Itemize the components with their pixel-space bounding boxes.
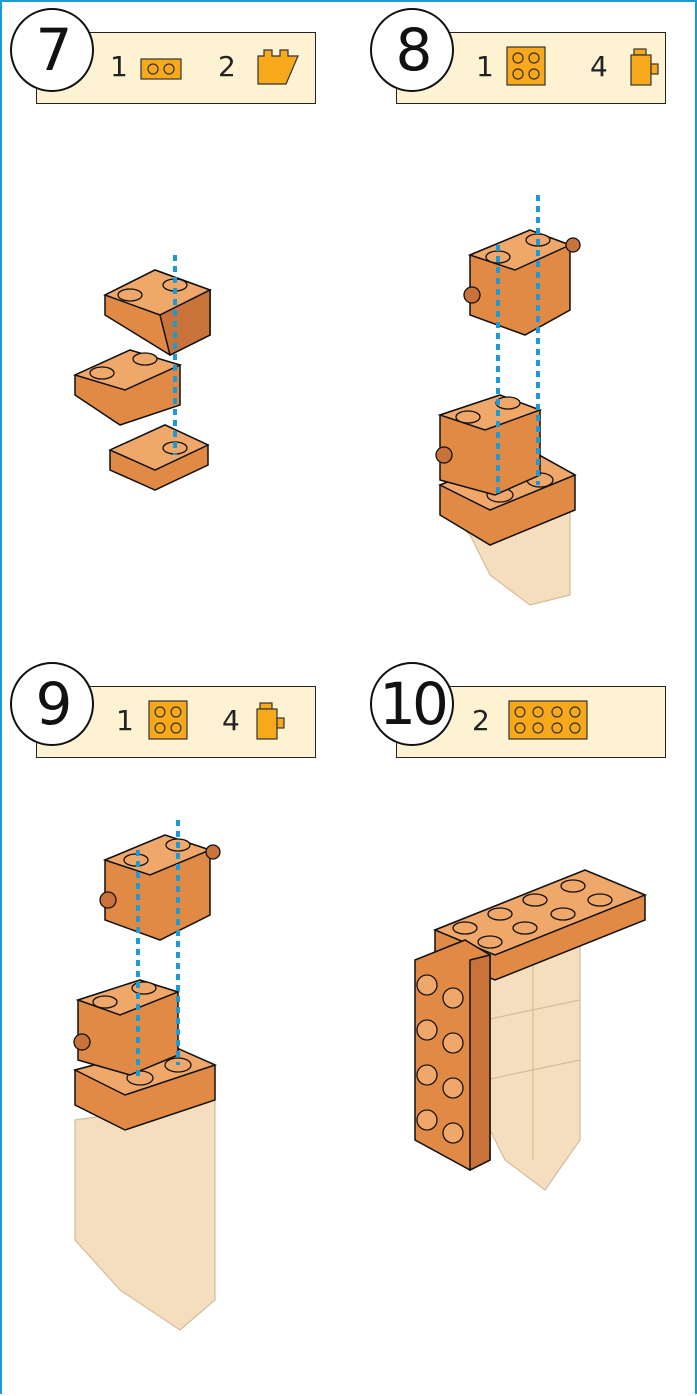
- step-9-assembly: [60, 820, 240, 1360]
- plate-1x2-icon: [140, 58, 182, 80]
- bricks-lower: [74, 980, 178, 1075]
- part-quantity: 1: [476, 50, 494, 83]
- part-quantity: 4: [222, 704, 240, 737]
- bricks-lower: [436, 395, 540, 495]
- plate-2x4-icon: [508, 700, 588, 740]
- step-7-assembly: [60, 255, 220, 515]
- step-9: 9 1 4: [0, 650, 340, 1370]
- step-number: 8: [370, 8, 454, 92]
- slope-brick-lower: [75, 350, 180, 425]
- brick-with-stud-icon: [256, 702, 286, 740]
- bricks-upper: [464, 230, 580, 335]
- bricks-upper: [100, 835, 220, 940]
- plate-2x2-icon: [506, 46, 546, 86]
- plate-2x2-icon: [148, 700, 188, 740]
- plate-1x2: [110, 425, 208, 490]
- step-10: 10 2: [350, 650, 697, 1370]
- slope-brick-icon: [256, 46, 300, 86]
- part-quantity: 2: [218, 50, 236, 83]
- step-8: 8 1 4: [350, 0, 697, 640]
- step-number: 7: [10, 8, 94, 92]
- step-7: 7 1 2: [0, 0, 340, 640]
- step-10-assembly: [405, 860, 665, 1220]
- step-8-assembly: [430, 195, 630, 615]
- part-quantity: 1: [116, 704, 134, 737]
- part-quantity: 4: [590, 50, 608, 83]
- part-quantity: 1: [110, 50, 128, 83]
- brick-with-stud-icon: [630, 48, 660, 86]
- existing-assembly-ghost: [75, 1100, 215, 1330]
- plate-2x4-side: [415, 940, 490, 1170]
- slope-brick-upper: [105, 270, 210, 355]
- step-number: 10: [370, 662, 454, 746]
- step-number: 9: [10, 662, 94, 746]
- part-quantity: 2: [472, 704, 490, 737]
